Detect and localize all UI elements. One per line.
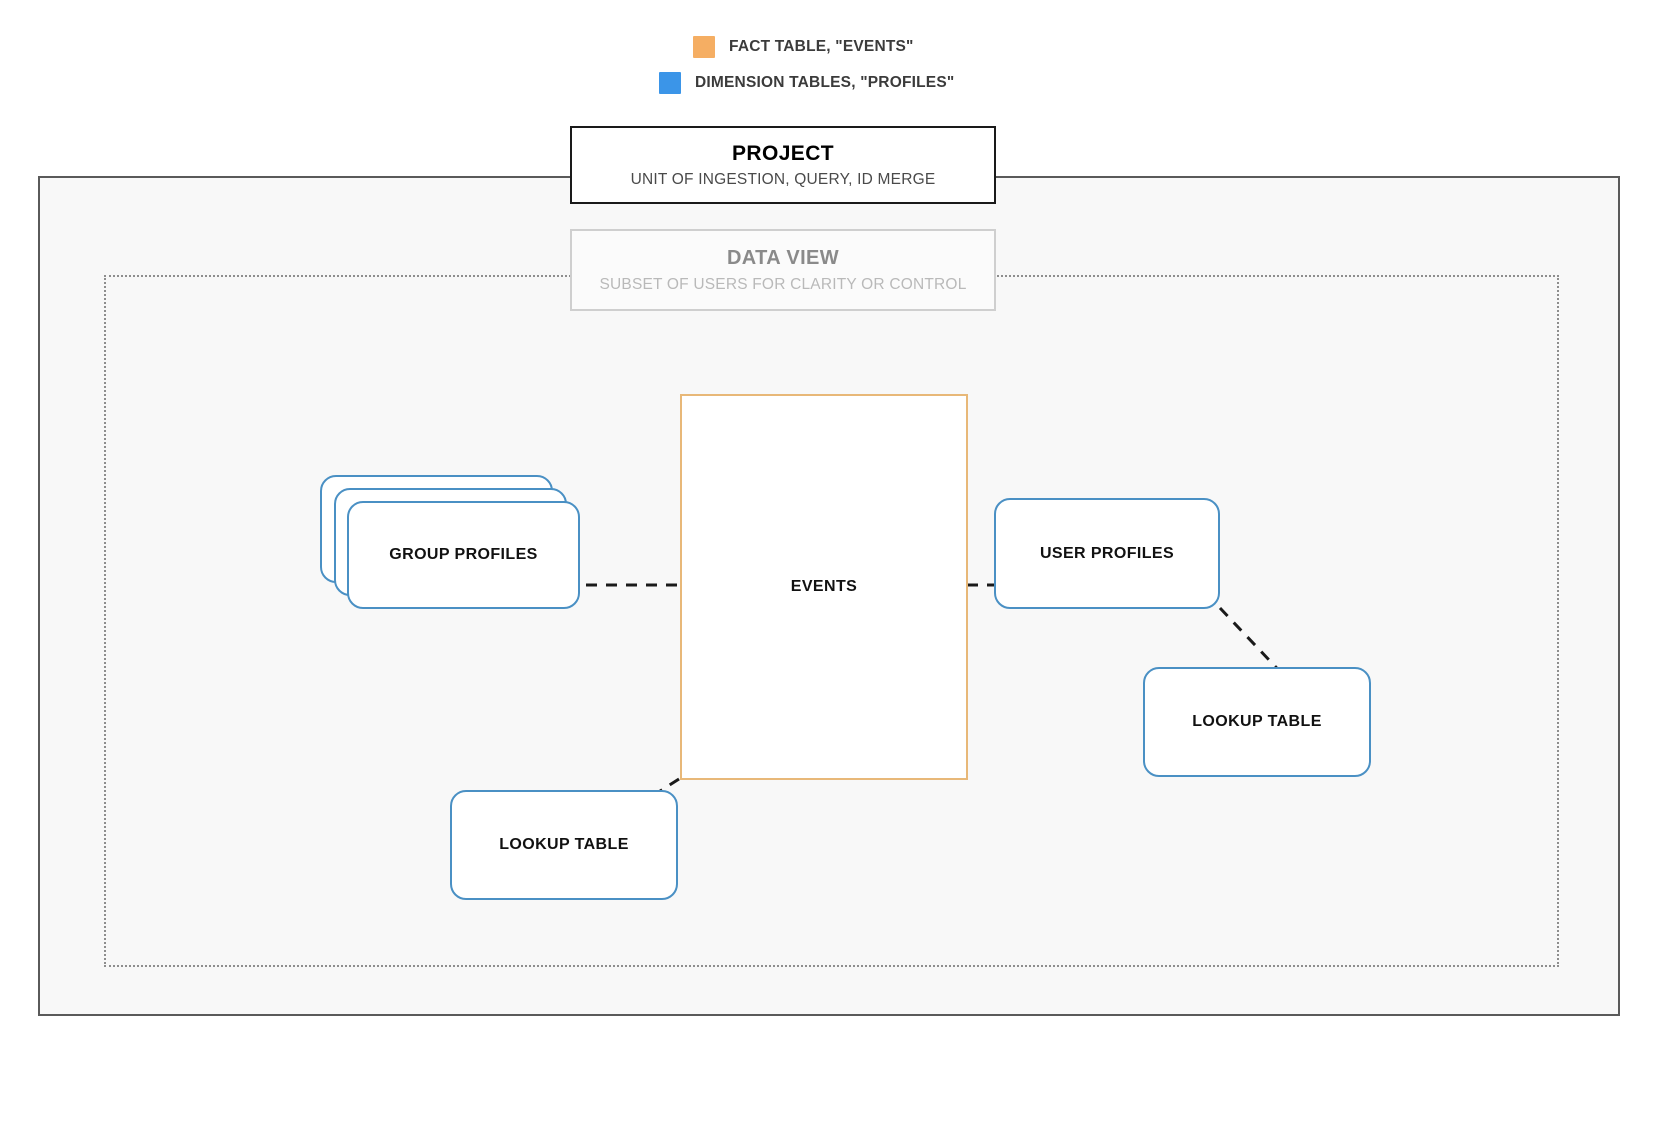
group-profiles-label: GROUP PROFILES <box>389 546 538 563</box>
lookup-table-left-node[interactable]: LOOKUP TABLE <box>450 790 678 900</box>
data-view-subtitle: SUBSET OF USERS FOR CLARITY OR CONTROL <box>599 275 967 293</box>
user-profiles-label: USER PROFILES <box>1039 544 1175 562</box>
events-label: EVENTS <box>790 578 858 595</box>
square-swatch-blue-icon <box>659 72 681 94</box>
group-profiles-node[interactable]: GROUP PROFILES <box>320 475 580 610</box>
data-view-header-box: DATA VIEW SUBSET OF USERS FOR CLARITY OR… <box>570 229 996 311</box>
events-node[interactable]: EVENTS <box>680 394 968 780</box>
lookup-table-right-label: LOOKUP TABLE <box>1192 713 1322 730</box>
group-profiles-stack-layer-front[interactable]: GROUP PROFILES <box>347 501 580 609</box>
user-profiles-node[interactable]: USER PROFILES <box>994 498 1220 609</box>
square-swatch-orange-icon <box>693 36 715 58</box>
legend-item-dimension-tables: DIMENSION TABLES, "PROFILES" <box>659 72 954 94</box>
project-subtitle: UNIT OF INGESTION, QUERY, ID MERGE <box>630 170 936 188</box>
lookup-table-left-label: LOOKUP TABLE <box>499 836 629 853</box>
project-title: PROJECT <box>732 141 834 165</box>
legend-label-dimension-tables: DIMENSION TABLES, "PROFILES" <box>695 74 955 91</box>
data-view-title: DATA VIEW <box>726 246 840 269</box>
legend-item-fact-table: FACT TABLE, "EVENTS" <box>693 36 914 58</box>
project-header-box: PROJECT UNIT OF INGESTION, QUERY, ID MER… <box>570 126 996 204</box>
legend-label-fact-table: FACT TABLE, "EVENTS" <box>729 38 914 55</box>
lookup-table-right-node[interactable]: LOOKUP TABLE <box>1143 667 1371 777</box>
